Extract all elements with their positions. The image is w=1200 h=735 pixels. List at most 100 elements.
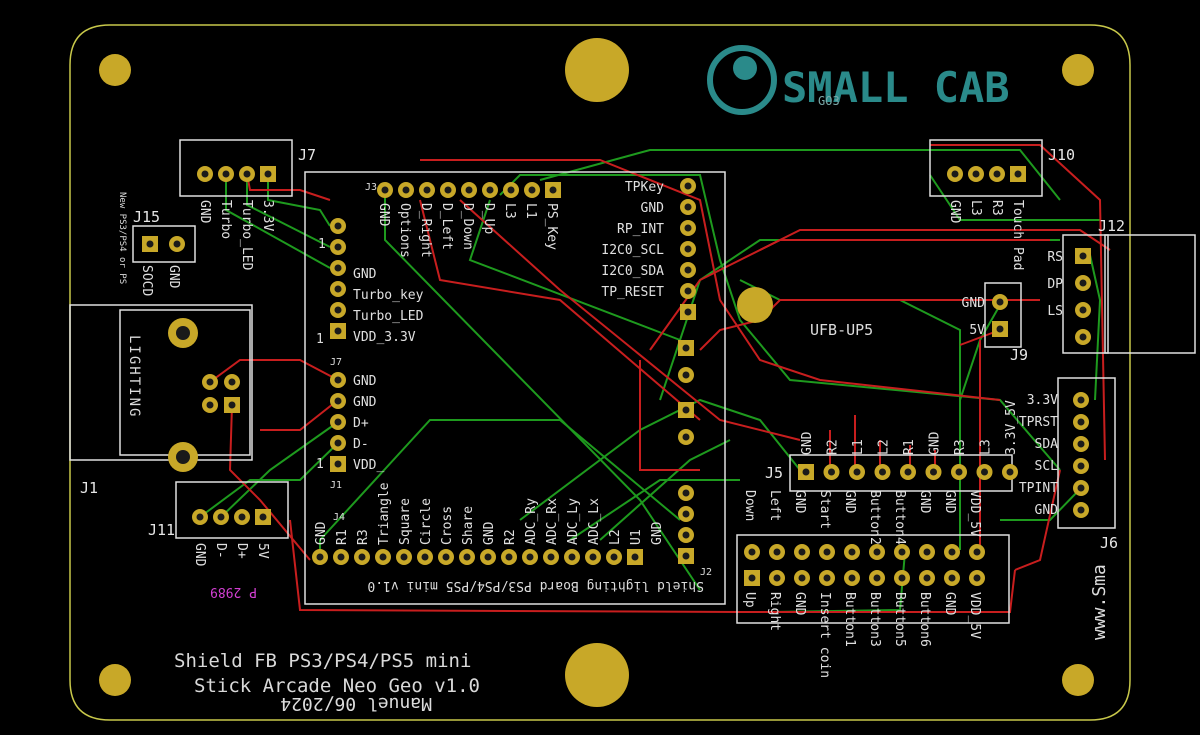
j11-pad bbox=[255, 509, 271, 525]
j6-pad bbox=[1073, 414, 1089, 430]
header-right-pad bbox=[680, 304, 696, 320]
header-bottom-pin-label: ADC_Ly bbox=[566, 498, 581, 545]
header-bottom-pin-label: U1 bbox=[629, 529, 644, 545]
header-right-pad bbox=[680, 220, 696, 236]
header-bottom-pad bbox=[333, 549, 349, 565]
ref-j10: J10 bbox=[1048, 146, 1075, 164]
header-right-pad bbox=[680, 262, 696, 278]
j8-bottom-pad bbox=[919, 570, 935, 586]
j5-pad bbox=[976, 464, 993, 480]
header-top-pad bbox=[503, 182, 519, 198]
header-bottom-pad bbox=[375, 549, 391, 565]
j1-pad bbox=[202, 397, 218, 413]
header-top-pin-label: Options bbox=[397, 203, 412, 258]
j5-pin-label: R3 bbox=[953, 439, 968, 455]
header-bottom-pad bbox=[627, 549, 643, 565]
header-right-pad bbox=[680, 178, 696, 194]
trace bbox=[929, 174, 1100, 221]
j10-pad bbox=[989, 166, 1005, 182]
j8-bottom-pin-label: Button1 bbox=[842, 592, 857, 647]
header-left-b-pin-label: D+ bbox=[353, 416, 369, 431]
trace bbox=[1000, 487, 1082, 521]
j10-pad bbox=[947, 166, 963, 182]
j8-top-pad bbox=[944, 544, 960, 560]
header-left-b-pad bbox=[330, 456, 346, 472]
j11-pin-label: D+ bbox=[234, 543, 249, 559]
j8-bottom-pin-label: Button6 bbox=[917, 592, 932, 647]
trace bbox=[519, 398, 801, 521]
header-right-pin-label: I2C0_SDA bbox=[601, 264, 664, 279]
header-left-b-pin-label: VDD_ bbox=[353, 458, 384, 473]
j8-top-pin-label: GND bbox=[917, 490, 932, 514]
header-right-pin-label: TP_RESET bbox=[601, 285, 664, 300]
mounting-holes bbox=[99, 38, 1094, 707]
j5-pin-label: L1 bbox=[851, 439, 866, 455]
module-rightlow-pad bbox=[678, 485, 694, 501]
j6-pad bbox=[1073, 480, 1089, 496]
j11-pad bbox=[213, 509, 229, 525]
j12-pad bbox=[1075, 329, 1091, 345]
trace bbox=[199, 442, 339, 518]
board-title-line2: Stick Arcade Neo Geo v1.0 bbox=[194, 675, 480, 697]
header-top-pin-label: L1 bbox=[523, 203, 538, 219]
header-bottom-pin-label: GND bbox=[314, 521, 329, 545]
j8-top-pin-label: Button2 bbox=[867, 490, 882, 545]
j6-pad bbox=[1073, 458, 1089, 474]
header-bottom-pin-label: Share bbox=[461, 506, 476, 545]
j5-pin-label: R1 bbox=[902, 439, 917, 455]
trace bbox=[639, 360, 700, 471]
j8-top-pad bbox=[894, 544, 910, 560]
j1-lighting-label: LIGHTING bbox=[126, 335, 142, 418]
j6-pin-label: GND bbox=[1035, 503, 1059, 518]
j5-pad bbox=[925, 464, 942, 480]
board-title-line1: Shield FB PS3/PS4/PS5 mini bbox=[174, 650, 471, 672]
module-mid-pad bbox=[678, 429, 694, 445]
j12-body bbox=[1104, 234, 1196, 354]
header-right-pin-label: TPKey bbox=[625, 180, 664, 195]
ref-j5: J5 bbox=[765, 464, 783, 482]
header-bottom-pin-label: GND bbox=[650, 521, 665, 545]
header-left-a-pad bbox=[330, 218, 346, 234]
board-outline bbox=[69, 24, 1131, 721]
author-mirrored-text: Manuel 06/2024 bbox=[280, 693, 432, 714]
j5-pin-label: GND bbox=[928, 431, 943, 455]
header-bottom-pad bbox=[585, 549, 601, 565]
j5-pin-label: L2 bbox=[877, 439, 892, 455]
j8-top-pin-label: Left bbox=[767, 490, 782, 521]
silkscreen-outlines bbox=[69, 139, 1196, 624]
header-top-pin-label: D_Right bbox=[418, 203, 433, 258]
header-bottom-pad bbox=[501, 549, 517, 565]
j12-pad bbox=[1075, 248, 1091, 264]
j6-pin-label: 3.3V bbox=[1027, 393, 1058, 408]
j8-top-pin-label: Button4 bbox=[892, 490, 907, 545]
header-bottom-pad bbox=[543, 549, 559, 565]
j10-pin-label: GND bbox=[947, 200, 962, 224]
trace bbox=[246, 174, 331, 248]
j7-pin-label: Turbo_LED bbox=[239, 200, 254, 271]
j8-top-pin-label: VDD_5V bbox=[967, 490, 982, 537]
j8-top-pin-label: GND bbox=[842, 490, 857, 514]
mounting-hole-icon bbox=[565, 38, 629, 102]
header-left-b-pad bbox=[330, 372, 346, 388]
j8-top-pad bbox=[969, 544, 985, 560]
j8-top-pad bbox=[744, 544, 760, 560]
header-bottom-pad bbox=[459, 549, 475, 565]
j8-bottom-pin-label: Right bbox=[767, 592, 782, 631]
j9-pad bbox=[992, 321, 1008, 337]
trace bbox=[1014, 469, 1061, 571]
module-ref-j1: J1 bbox=[330, 480, 342, 491]
header-left-b-pin-label: GND bbox=[353, 374, 377, 389]
header-bottom-pad bbox=[564, 549, 580, 565]
j8-bottom-pin-label: VDD_5V bbox=[967, 592, 982, 639]
j9-pin-label: 5V bbox=[969, 323, 985, 338]
j11-outline bbox=[175, 481, 289, 539]
trace bbox=[1089, 254, 1102, 401]
mounting-hole-icon bbox=[1062, 664, 1094, 696]
j12-pad bbox=[1075, 275, 1091, 291]
j12-pin-label: RS bbox=[1047, 250, 1063, 265]
j6-pad bbox=[1073, 436, 1089, 452]
mounting-hole-icon bbox=[1062, 54, 1094, 86]
header-left-a-pad bbox=[330, 323, 346, 339]
header-bottom-pin-label: ADC_Lx bbox=[587, 498, 602, 545]
header-top-pin-label: L3 bbox=[502, 203, 517, 219]
